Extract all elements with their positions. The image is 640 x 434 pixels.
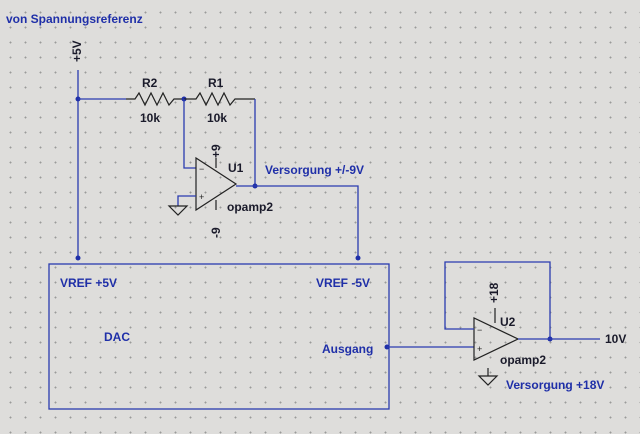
junction-dot [355, 255, 361, 261]
u2-vpos: +18 [487, 282, 501, 303]
junction-dot [75, 255, 81, 261]
dac-output-label: Ausgang [322, 342, 373, 356]
r2-value: 10k [140, 111, 160, 125]
u1-vneg: -9 [209, 227, 223, 238]
r2-name: R2 [142, 76, 158, 90]
resistor-r1 [184, 91, 255, 107]
opamp-u1: − + [195, 156, 238, 212]
opamp-u2: − + [473, 308, 520, 361]
dac-vref-neg: VREF -5V [316, 276, 370, 290]
svg-text:−: − [477, 325, 482, 335]
u1-model: opamp2 [227, 200, 273, 214]
u1-vpos: +9 [209, 144, 223, 158]
svg-text:+: + [477, 344, 482, 354]
dac-name: DAC [104, 330, 130, 344]
schematic-title: von Spannungsreferenz [6, 12, 143, 26]
wire-u1-gnd [177, 195, 196, 206]
u1-name: U1 [228, 161, 244, 175]
u2-model: opamp2 [500, 353, 546, 367]
ground-symbol [167, 205, 189, 216]
u2-name: U2 [500, 315, 516, 329]
svg-text:+: + [199, 192, 204, 202]
dac-box [48, 263, 390, 410]
r1-value: 10k [207, 111, 227, 125]
output-voltage-label: 10V [605, 332, 626, 346]
wire-vref-neg [255, 185, 359, 258]
r1-name: R1 [208, 76, 224, 90]
ground-symbol [477, 368, 499, 386]
resistor-r2 [126, 91, 184, 107]
u1-supply-note: Versorgung +/-9V [265, 163, 364, 177]
supply-plus5-label: +5V [70, 40, 84, 62]
wire-u2-feedback [444, 261, 551, 339]
u2-supply-note: Versorgung +18V [506, 378, 604, 392]
svg-text:−: − [199, 164, 204, 174]
wire-u1-inverting [183, 99, 196, 169]
dac-vref-pos: VREF +5V [60, 276, 117, 290]
